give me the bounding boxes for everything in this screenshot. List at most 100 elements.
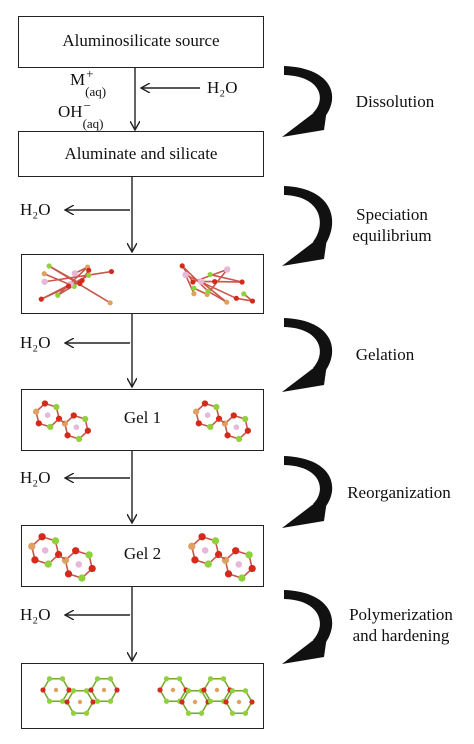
atom: [207, 676, 214, 682]
bond: [236, 297, 253, 302]
curved-arrow-body: [284, 318, 333, 374]
atom: [163, 676, 170, 682]
stage-line: Speciation: [356, 205, 428, 224]
stage-line: and hardening: [352, 626, 450, 645]
atom: [75, 435, 83, 443]
curved-arrow-head: [282, 493, 328, 528]
atom: [170, 687, 176, 693]
curved-arrow-body: [284, 66, 333, 119]
atom: [201, 400, 209, 407]
atom: [204, 560, 212, 568]
atom: [235, 561, 243, 568]
atom: [40, 687, 46, 693]
atom: [242, 710, 249, 716]
hydroxide-charge: −: [83, 98, 91, 113]
atom: [242, 415, 249, 423]
atom: [77, 699, 83, 705]
bond: [209, 273, 243, 283]
atom: [235, 435, 243, 443]
water-release-label: H₂O: [20, 333, 51, 352]
stage-label-polymerization: Polymerization and hardening: [332, 604, 470, 646]
atom: [83, 688, 90, 694]
atom: [59, 676, 66, 682]
atom: [207, 271, 213, 278]
atom: [82, 415, 89, 423]
gel1-label: Gel 1: [123, 408, 162, 427]
atom: [51, 537, 60, 545]
atom: [188, 542, 196, 550]
atom: [108, 268, 115, 275]
aluminosilicate-source-label: Aluminosilicate source: [62, 31, 220, 50]
atom: [41, 547, 49, 554]
atom: [213, 403, 220, 411]
atom: [223, 699, 229, 705]
water-input-label: H₂O: [207, 78, 238, 97]
stage-line: Reorganization: [347, 483, 451, 502]
atom: [242, 688, 249, 694]
atom: [157, 687, 163, 693]
stage-line: equilibrium: [352, 226, 432, 245]
atom: [245, 551, 253, 559]
atom: [46, 676, 53, 682]
gel2-label: Gel 2: [123, 544, 162, 563]
atom: [90, 699, 96, 705]
curved-arrow-head: [282, 357, 328, 392]
bond: [218, 555, 226, 560]
atom: [185, 710, 192, 716]
atom: [70, 710, 77, 716]
atom: [212, 278, 218, 285]
atom: [224, 266, 231, 273]
atom: [248, 564, 256, 573]
atom: [38, 296, 44, 302]
water-release-label: H₂O: [20, 468, 51, 487]
curved-arrow-head: [282, 629, 328, 664]
species-cluster: [179, 263, 256, 305]
gel-cluster: [33, 400, 91, 443]
stage-label-dissolution: Dissolution: [335, 91, 455, 112]
species-cluster: [38, 263, 115, 306]
atom: [53, 687, 59, 693]
hydroxide-base: OH: [58, 102, 83, 121]
bond: [200, 280, 228, 303]
water-release-label: H₂O: [20, 200, 51, 219]
atom: [238, 574, 246, 582]
atom: [86, 267, 92, 273]
atom: [86, 272, 92, 278]
atom: [94, 676, 101, 682]
atom: [47, 423, 54, 431]
atom: [88, 687, 94, 693]
stage-line: Gelation: [355, 345, 415, 364]
atom: [230, 412, 237, 419]
cation-phase: (aq): [85, 84, 107, 100]
atom: [94, 698, 101, 704]
bond: [219, 419, 225, 424]
curved-arrow-head: [282, 231, 328, 266]
molecule-structures: [28, 263, 256, 716]
atom: [84, 427, 91, 434]
curved-arrow-body: [284, 186, 333, 248]
atom: [44, 560, 52, 568]
atom: [38, 533, 46, 541]
stage-label-reorganization: Reorganization: [334, 482, 464, 503]
bond: [57, 266, 89, 296]
gel-cluster: [188, 533, 256, 582]
atom: [220, 676, 227, 682]
curved-process-arrows: [282, 66, 333, 664]
bond: [44, 270, 112, 283]
water-release-label: H₂O: [20, 605, 51, 624]
atom: [190, 279, 196, 285]
atom: [64, 570, 73, 578]
atom: [191, 291, 197, 297]
atom: [88, 564, 96, 573]
atom: [229, 688, 236, 694]
atom: [44, 412, 51, 419]
atom: [214, 687, 220, 693]
polymer-network-box: [21, 663, 264, 729]
atom: [249, 298, 256, 304]
atom: [71, 270, 79, 277]
atom: [179, 699, 185, 705]
atom: [195, 420, 202, 427]
atom: [224, 432, 231, 439]
atom: [77, 280, 83, 287]
